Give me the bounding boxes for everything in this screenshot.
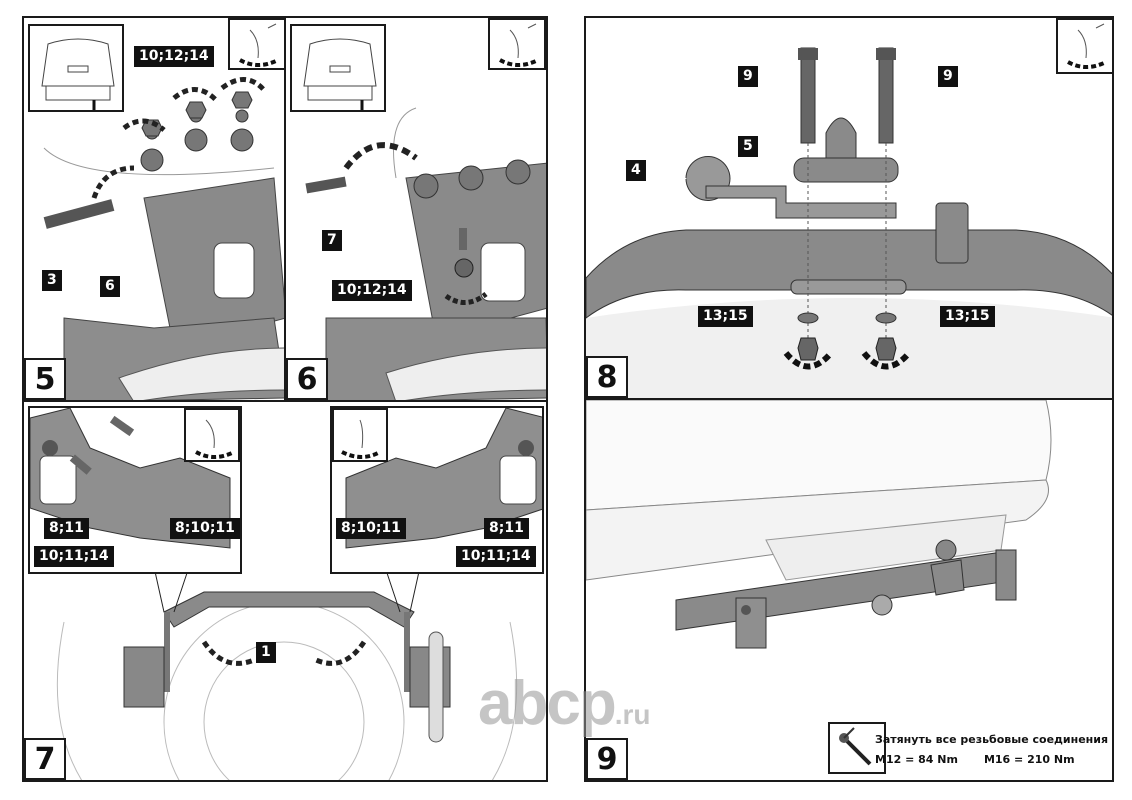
watermark-tld: .ru [614,699,651,730]
step-number: 7 [24,738,66,780]
callout-part-5: 5 [738,136,758,157]
step-5-illustration [43,77,284,400]
callout-part-10-11-14: 10;11;14 [34,546,114,567]
panel-step-6: 7 10;12;14 6 [284,16,548,402]
callout-part-8-11: 8;11 [484,518,529,539]
callout-part-8-10-11: 8;10;11 [336,518,406,539]
callout-part-4: 4 [626,160,646,181]
panel-step-9: 9 [584,398,1114,782]
torque-m12: M12 = 84 Nm [875,753,958,766]
hand-tighten-icon [341,419,381,459]
watermark-brand: abcp [478,669,617,738]
hand-tighten-icon [239,23,279,67]
callout-part-9: 9 [738,66,758,87]
hand-tighten-inset [332,408,388,462]
callout-part-7: 7 [322,230,342,251]
callout-part-8-11: 8;11 [44,518,89,539]
car-rear-view-icon [41,38,115,110]
car-rear-view-icon [303,38,377,110]
car-rear-view-inset [290,24,386,112]
torque-instruction: Затянуть все резьбовые соединения [875,733,1109,746]
callout-part-9: 9 [938,66,958,87]
panel-step-5: 10;12;14 3 6 5 [22,16,286,402]
callout-part-3: 3 [42,270,62,291]
callout-part-8-10-11: 8;10;11 [170,518,240,539]
hand-tighten-inset [1056,18,1112,74]
callout-part-10-11-14: 10;11;14 [456,546,536,567]
watermark: abcp.ru [478,668,651,739]
callout-part-6: 6 [100,276,120,297]
hand-tighten-icon [1067,23,1107,69]
hand-tighten-inset [488,18,546,70]
step-number: 6 [286,358,328,400]
hand-tighten-icon [499,23,539,67]
callout-part-10-12-14: 10;12;14 [332,280,412,301]
torque-wrench-box [828,722,886,774]
hand-tighten-inset [184,408,240,462]
callout-part-10-12-14: 10;12;14 [134,46,214,67]
hand-tighten-icon [195,419,235,459]
hand-tighten-inset [228,18,284,70]
callout-part-13-15: 13;15 [940,306,995,327]
step-number: 9 [586,738,628,780]
step-number: 8 [586,356,628,398]
callout-part-13-15: 13;15 [698,306,753,327]
step-number: 5 [24,358,66,400]
step-7-illustration [56,566,518,780]
torque-m16: M16 = 210 Nm [983,753,1075,766]
panel-step-8: 9 9 5 4 13;15 13;15 8 [584,16,1114,400]
torque-wrench-icon [839,727,872,766]
panel-step-7: 8;11 8;10;11 10;11;14 8;10;11 8;11 10;11… [22,400,548,782]
callout-part-1: 1 [256,642,276,663]
step-8-illustration [586,47,1112,398]
step-6-illustration [305,107,546,400]
step-9-illustration [586,400,1052,649]
torque-specification: Затянуть все резьбовые соединения M12 = … [875,730,1108,770]
torque-values: M12 = 84 Nm M16 = 210 Nm [875,750,1108,770]
car-rear-view-inset [28,24,124,112]
